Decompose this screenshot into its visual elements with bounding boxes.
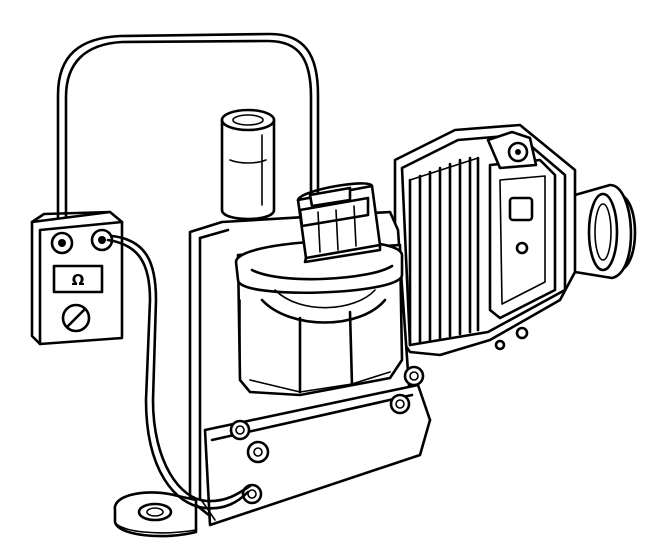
mounting-hole <box>137 502 173 522</box>
meter-display <box>52 264 104 294</box>
module-bolt-icon-2 <box>494 339 506 351</box>
module-pin-icon <box>515 241 529 255</box>
module-terminal-window <box>508 196 534 222</box>
heat-sink-fins <box>408 156 480 347</box>
module-bolt-icon <box>515 326 529 340</box>
coil-connector <box>296 182 382 264</box>
coil-tower <box>220 108 276 221</box>
lower-test-lead <box>106 234 252 510</box>
coil-body <box>234 239 404 397</box>
meter-ohm-symbol: Ω <box>72 271 85 289</box>
ohmmeter[interactable]: Ω <box>30 210 124 346</box>
upper-test-lead <box>56 32 320 242</box>
ignition-module <box>393 123 637 357</box>
module-side-connector <box>587 192 619 272</box>
ground-terminal <box>241 483 263 505</box>
meter-dial-pointer <box>66 308 86 328</box>
